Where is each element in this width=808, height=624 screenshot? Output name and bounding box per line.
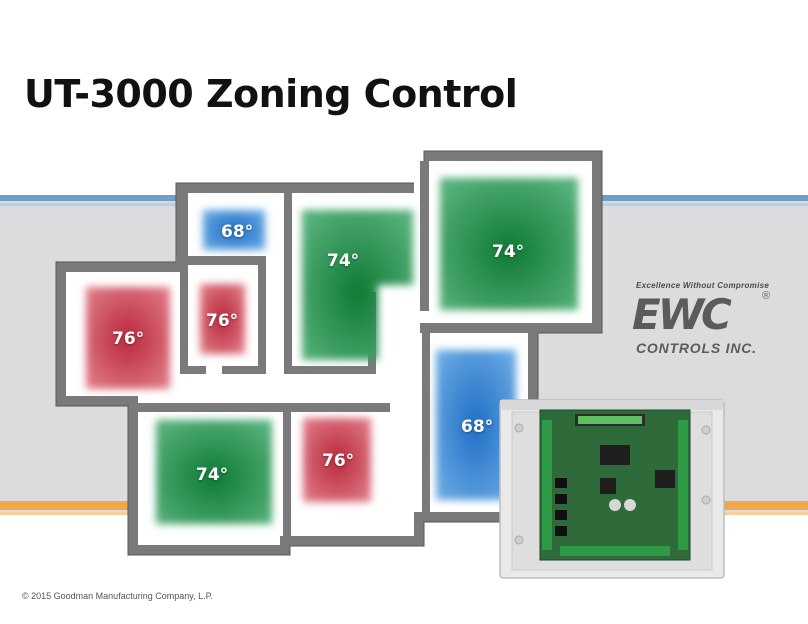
copyright-footer: © 2015 Goodman Manufacturing Company, L.… [22,591,213,601]
zone-temp-top-right: 74° [492,242,525,262]
zone-temp-right: 68° [461,417,494,437]
logo-tagline: Excellence Without Compromise [636,281,770,290]
registered-icon: ® [762,290,771,302]
page-title: UT-3000 Zoning Control [24,72,518,116]
zone-temp-small-middle: 76° [206,311,239,331]
interior-walls [138,161,538,536]
zone-temp-top-small: 68° [221,222,254,242]
zone-temp-bottom-middle: 76° [322,451,355,471]
logo-wordmark: EWC [632,290,732,339]
zone-temp-left: 76° [112,329,145,349]
zone-temp-top-center: 74° [327,251,360,271]
logo-subtitle: CONTROLS INC. [636,340,757,356]
zone-temp-bottom-left: 74° [196,465,229,485]
controller-device [499,399,725,579]
